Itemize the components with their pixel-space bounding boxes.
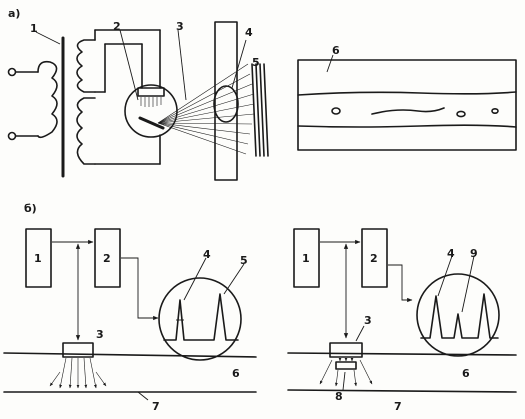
xray-beam (157, 63, 255, 155)
left-workpiece-leader (137, 391, 149, 401)
object-defect (213, 85, 239, 123)
cathode-emission (140, 97, 162, 107)
right-amplifier-box (361, 228, 388, 288)
right-defect-echo-label: 9 (470, 247, 478, 260)
left-echo-label: 4 (203, 248, 211, 261)
label-film: 5 (252, 56, 260, 69)
leader-1 (35, 31, 61, 45)
tube-wiring (94, 29, 161, 165)
left-workpiece-top (3, 352, 257, 358)
right-probe (329, 342, 363, 358)
right-workpiece-top (287, 352, 517, 356)
developed-film (297, 59, 517, 151)
film-defect-crack (371, 107, 445, 115)
film-defect-pore-1 (331, 107, 341, 115)
test-object (214, 21, 238, 181)
film-band-bottom (297, 124, 517, 128)
right-probe-label: 3 (364, 314, 372, 327)
leader-4 (231, 39, 247, 89)
left-bottom-echo-leader (223, 263, 245, 295)
secondary-coil-bottom (76, 97, 96, 165)
left-bottom-echo-label: 5 (240, 254, 248, 267)
leader-2 (119, 29, 139, 101)
right-setup: 1 2 3 8 7 4 9 6 (287, 228, 517, 413)
label-beam: 3 (176, 20, 184, 33)
section-label-b: б) (24, 202, 37, 215)
right-amplifier-label: 2 (370, 252, 378, 265)
leader-6 (326, 54, 334, 73)
right-defect-leader (342, 371, 346, 391)
right-generator-label: 1 (302, 252, 310, 265)
right-workpiece-label: 7 (394, 400, 402, 413)
leader-3 (177, 29, 187, 101)
left-amplifier-label: 2 (103, 252, 111, 265)
right-defect-echo-leader (461, 255, 475, 313)
left-echo-leader (183, 257, 207, 301)
label-defect: 4 (245, 26, 253, 39)
right-echo-leader (437, 255, 453, 297)
left-amplifier-box (94, 228, 121, 288)
right-defect-label: 8 (335, 390, 343, 403)
section-label-a: а) (8, 7, 20, 20)
left-screen-label: 6 (232, 367, 240, 380)
left-screen-trace (163, 293, 239, 341)
tube-anode (138, 116, 165, 130)
left-workpiece-label: 7 (152, 400, 160, 413)
film-defect-pore-3 (491, 108, 499, 115)
label-tube: 2 (113, 20, 121, 33)
tube-cathode (137, 87, 165, 97)
left-generator-box (25, 228, 52, 288)
left-probe-label: 3 (96, 328, 104, 341)
xray-tube (124, 84, 178, 138)
label-film-image: 6 (332, 44, 340, 57)
film-stack (251, 63, 269, 157)
left-ultrasonic-rays (49, 357, 107, 389)
input-terminals (7, 67, 39, 141)
secondary-coil-top (76, 39, 96, 93)
film-defect-pore-2 (456, 110, 466, 118)
right-screen-trace (420, 293, 499, 339)
left-screen (158, 277, 242, 361)
right-generator-box (293, 228, 320, 288)
right-screen (416, 273, 500, 357)
right-echo-label: 4 (447, 247, 455, 260)
left-probe (62, 342, 94, 358)
right-workpiece-bottom (287, 389, 517, 393)
primary-coil (37, 60, 58, 139)
film-band-top (297, 91, 517, 96)
left-generator-label: 1 (34, 252, 42, 265)
right-ultrasonic-rays (319, 357, 373, 387)
right-internal-defect (335, 361, 357, 370)
left-setup: 1 2 3 7 4 5 6 (3, 228, 257, 413)
right-screen-label: 6 (462, 367, 470, 380)
label-transformer: 1 (30, 22, 38, 35)
